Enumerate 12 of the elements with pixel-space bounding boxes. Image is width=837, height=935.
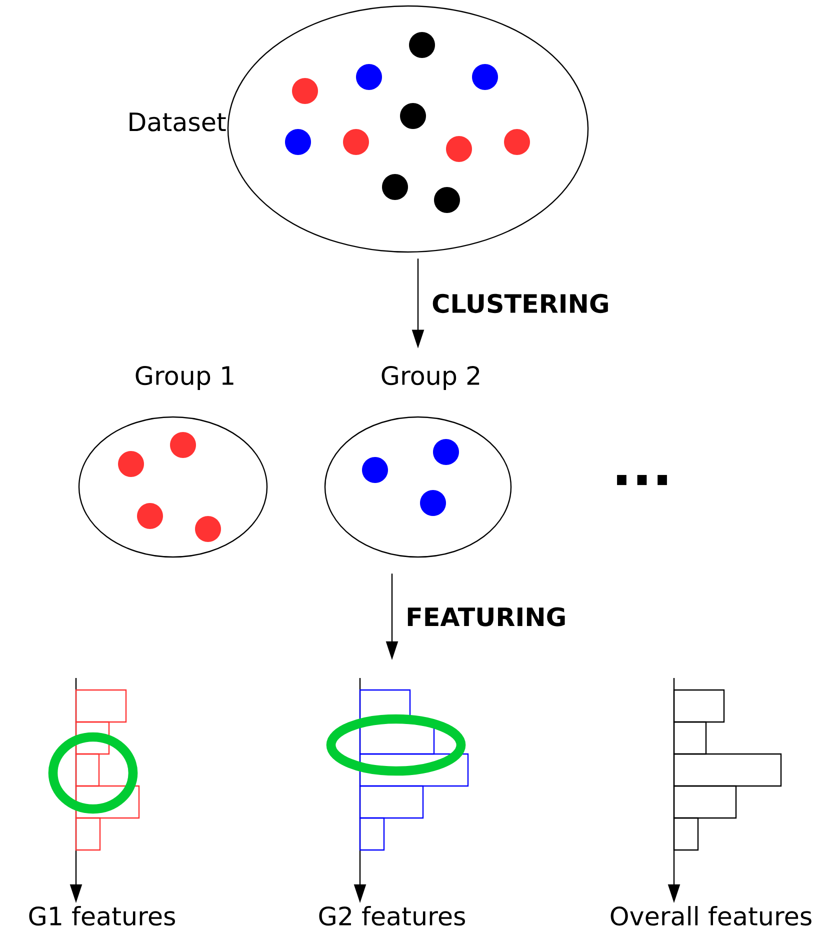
histogram-label: G1 features — [29, 906, 175, 926]
edge-label: FEATURING — [402, 604, 570, 630]
histogram-label: G2 features — [319, 906, 465, 926]
ellipsis-mark: ... — [617, 474, 667, 486]
node-label: Group 1 — [136, 366, 234, 390]
cluster-ellipse — [78, 366, 268, 558]
cluster-ellipse — [324, 366, 512, 558]
node-label: Group 2 — [382, 366, 480, 390]
histogram-label: Overall features — [610, 906, 812, 926]
cluster-ellipse — [130, 5, 589, 253]
node-label: Dataset — [130, 112, 226, 132]
edge-label: CLUSTERING — [428, 291, 612, 316]
